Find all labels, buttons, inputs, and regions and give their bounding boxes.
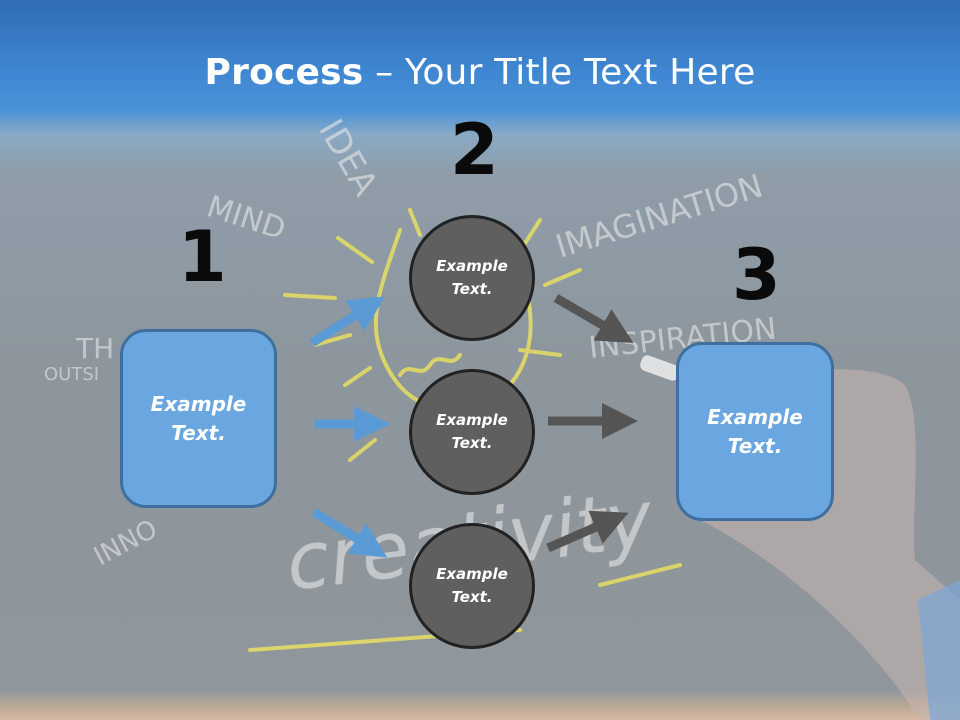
start-box-text: Example Text. xyxy=(150,391,247,445)
end-box[interactable]: Example Text. xyxy=(676,342,834,521)
start-box[interactable]: Example Text. xyxy=(120,329,277,508)
slide-title: Process – Your Title Text Here xyxy=(0,52,960,93)
word-th: TH xyxy=(75,332,114,365)
step-number-2: 2 xyxy=(450,109,499,191)
circle-2-text: Example Text. xyxy=(436,410,508,452)
arrow-to-circle-3 xyxy=(311,508,388,558)
arrow-to-circle-1 xyxy=(309,296,386,347)
title-bold: Process xyxy=(204,52,364,93)
title-rest: – Your Title Text Here xyxy=(363,52,756,93)
circle-1-text: Example Text. xyxy=(436,256,508,298)
process-circle-2[interactable]: Example Text. xyxy=(409,369,535,495)
circle-3-text: Example Text. xyxy=(436,564,508,606)
process-circle-3[interactable]: Example Text. xyxy=(409,523,535,649)
end-box-text: Example Text. xyxy=(707,404,803,458)
step-number-1: 1 xyxy=(178,216,227,298)
process-circle-1[interactable]: Example Text. xyxy=(409,215,535,341)
step-number-3: 3 xyxy=(732,234,781,316)
word-outsi: OUTSI xyxy=(44,364,99,385)
arrow-from-circle-1 xyxy=(553,294,634,344)
arrow-from-circle-3 xyxy=(546,510,629,553)
